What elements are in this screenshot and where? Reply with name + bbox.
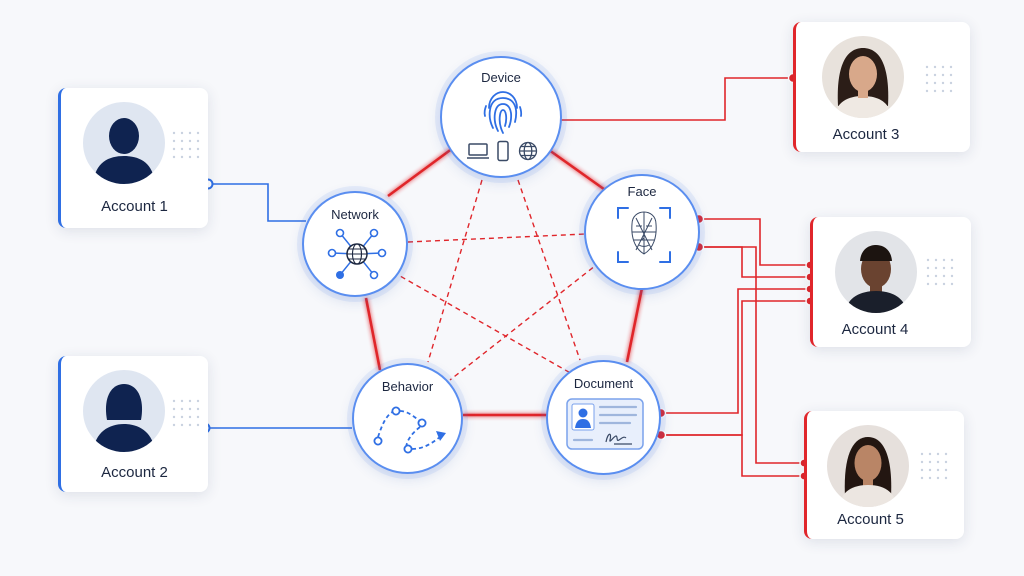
node-network[interactable]: Network	[302, 191, 408, 297]
globe-icon	[518, 141, 538, 161]
link-document-account4-b	[661, 300, 810, 436]
edge-device-network	[387, 146, 454, 198]
account-label: Account 2	[101, 464, 168, 481]
account-card-3[interactable]: Account 3	[793, 22, 970, 152]
account-card-2[interactable]: Account 2	[58, 356, 208, 492]
edge-network-behavior	[364, 297, 382, 371]
avatar	[83, 102, 165, 184]
dot-grid-decoration	[172, 399, 200, 427]
diag-network-face	[407, 233, 587, 243]
link-face-account4-a	[699, 218, 810, 266]
node-face[interactable]: Face	[584, 174, 700, 290]
node-document[interactable]: Document	[546, 360, 661, 475]
avatar	[822, 36, 904, 118]
link-device-account3	[560, 77, 793, 121]
link-account1-network	[208, 183, 306, 222]
user-photo-icon	[822, 36, 904, 118]
node-title: Network	[331, 207, 379, 222]
dot-grid-decoration	[172, 131, 200, 159]
id-card-icon	[566, 398, 644, 450]
dot-grid-decoration	[926, 258, 954, 286]
node-device[interactable]: Device	[440, 56, 562, 178]
account-card-1[interactable]: Account 1	[58, 88, 208, 228]
diag-face-behavior	[449, 261, 601, 381]
account-label: Account 5	[837, 511, 904, 528]
link-document-account5-a	[661, 434, 804, 477]
avatar	[83, 370, 165, 452]
face-scan-icon	[617, 207, 671, 263]
node-title: Face	[627, 184, 657, 199]
dot-grid-decoration	[920, 452, 948, 480]
fingerprint-icon	[483, 91, 523, 134]
avatar	[827, 425, 909, 507]
account-card-4[interactable]: Account 4	[810, 217, 971, 347]
laptop-icon	[467, 143, 489, 159]
account-label: Account 1	[101, 198, 168, 215]
network-icon	[327, 228, 387, 280]
node-behavior[interactable]: Behavior	[352, 363, 463, 474]
node-title: Document	[573, 376, 634, 391]
diag-network-document	[392, 271, 575, 376]
user-silhouette-icon	[83, 370, 165, 452]
avatar	[835, 231, 917, 313]
node-title: Behavior	[381, 379, 434, 394]
edge-face-document	[625, 282, 645, 363]
link-face-account4-b	[699, 246, 810, 278]
diag-device-behavior	[427, 179, 483, 363]
node-title: Device	[481, 70, 521, 85]
user-photo-icon	[827, 425, 909, 507]
user-silhouette-icon	[83, 102, 165, 184]
link-document-account4-a	[661, 288, 810, 414]
account-label: Account 3	[832, 126, 900, 143]
account-label: Account 4	[841, 321, 909, 338]
edge-device-face	[541, 143, 609, 194]
path-flow-icon	[373, 406, 446, 454]
diag-device-document	[517, 179, 581, 361]
account-card-5[interactable]: Account 5	[804, 411, 964, 539]
dot-grid-decoration	[925, 65, 953, 93]
link-face-account5	[699, 246, 804, 464]
user-photo-icon	[835, 231, 917, 313]
phone-icon	[497, 140, 509, 162]
